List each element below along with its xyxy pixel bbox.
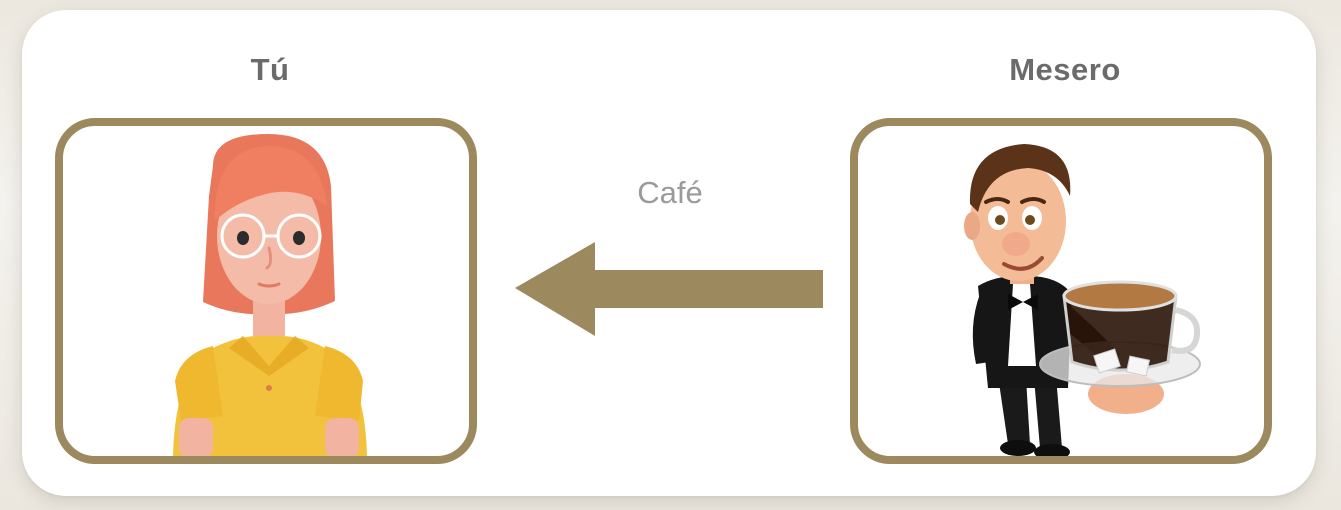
waiter-avatar [858,126,1264,456]
you-title: Tú [210,52,330,88]
waiter-frame [850,118,1272,464]
woman-avatar [63,126,469,456]
arrow-label: Café [600,175,740,211]
waiter-title: Mesero [980,52,1150,88]
you-frame [55,118,477,464]
left-arrow-icon [515,240,825,340]
